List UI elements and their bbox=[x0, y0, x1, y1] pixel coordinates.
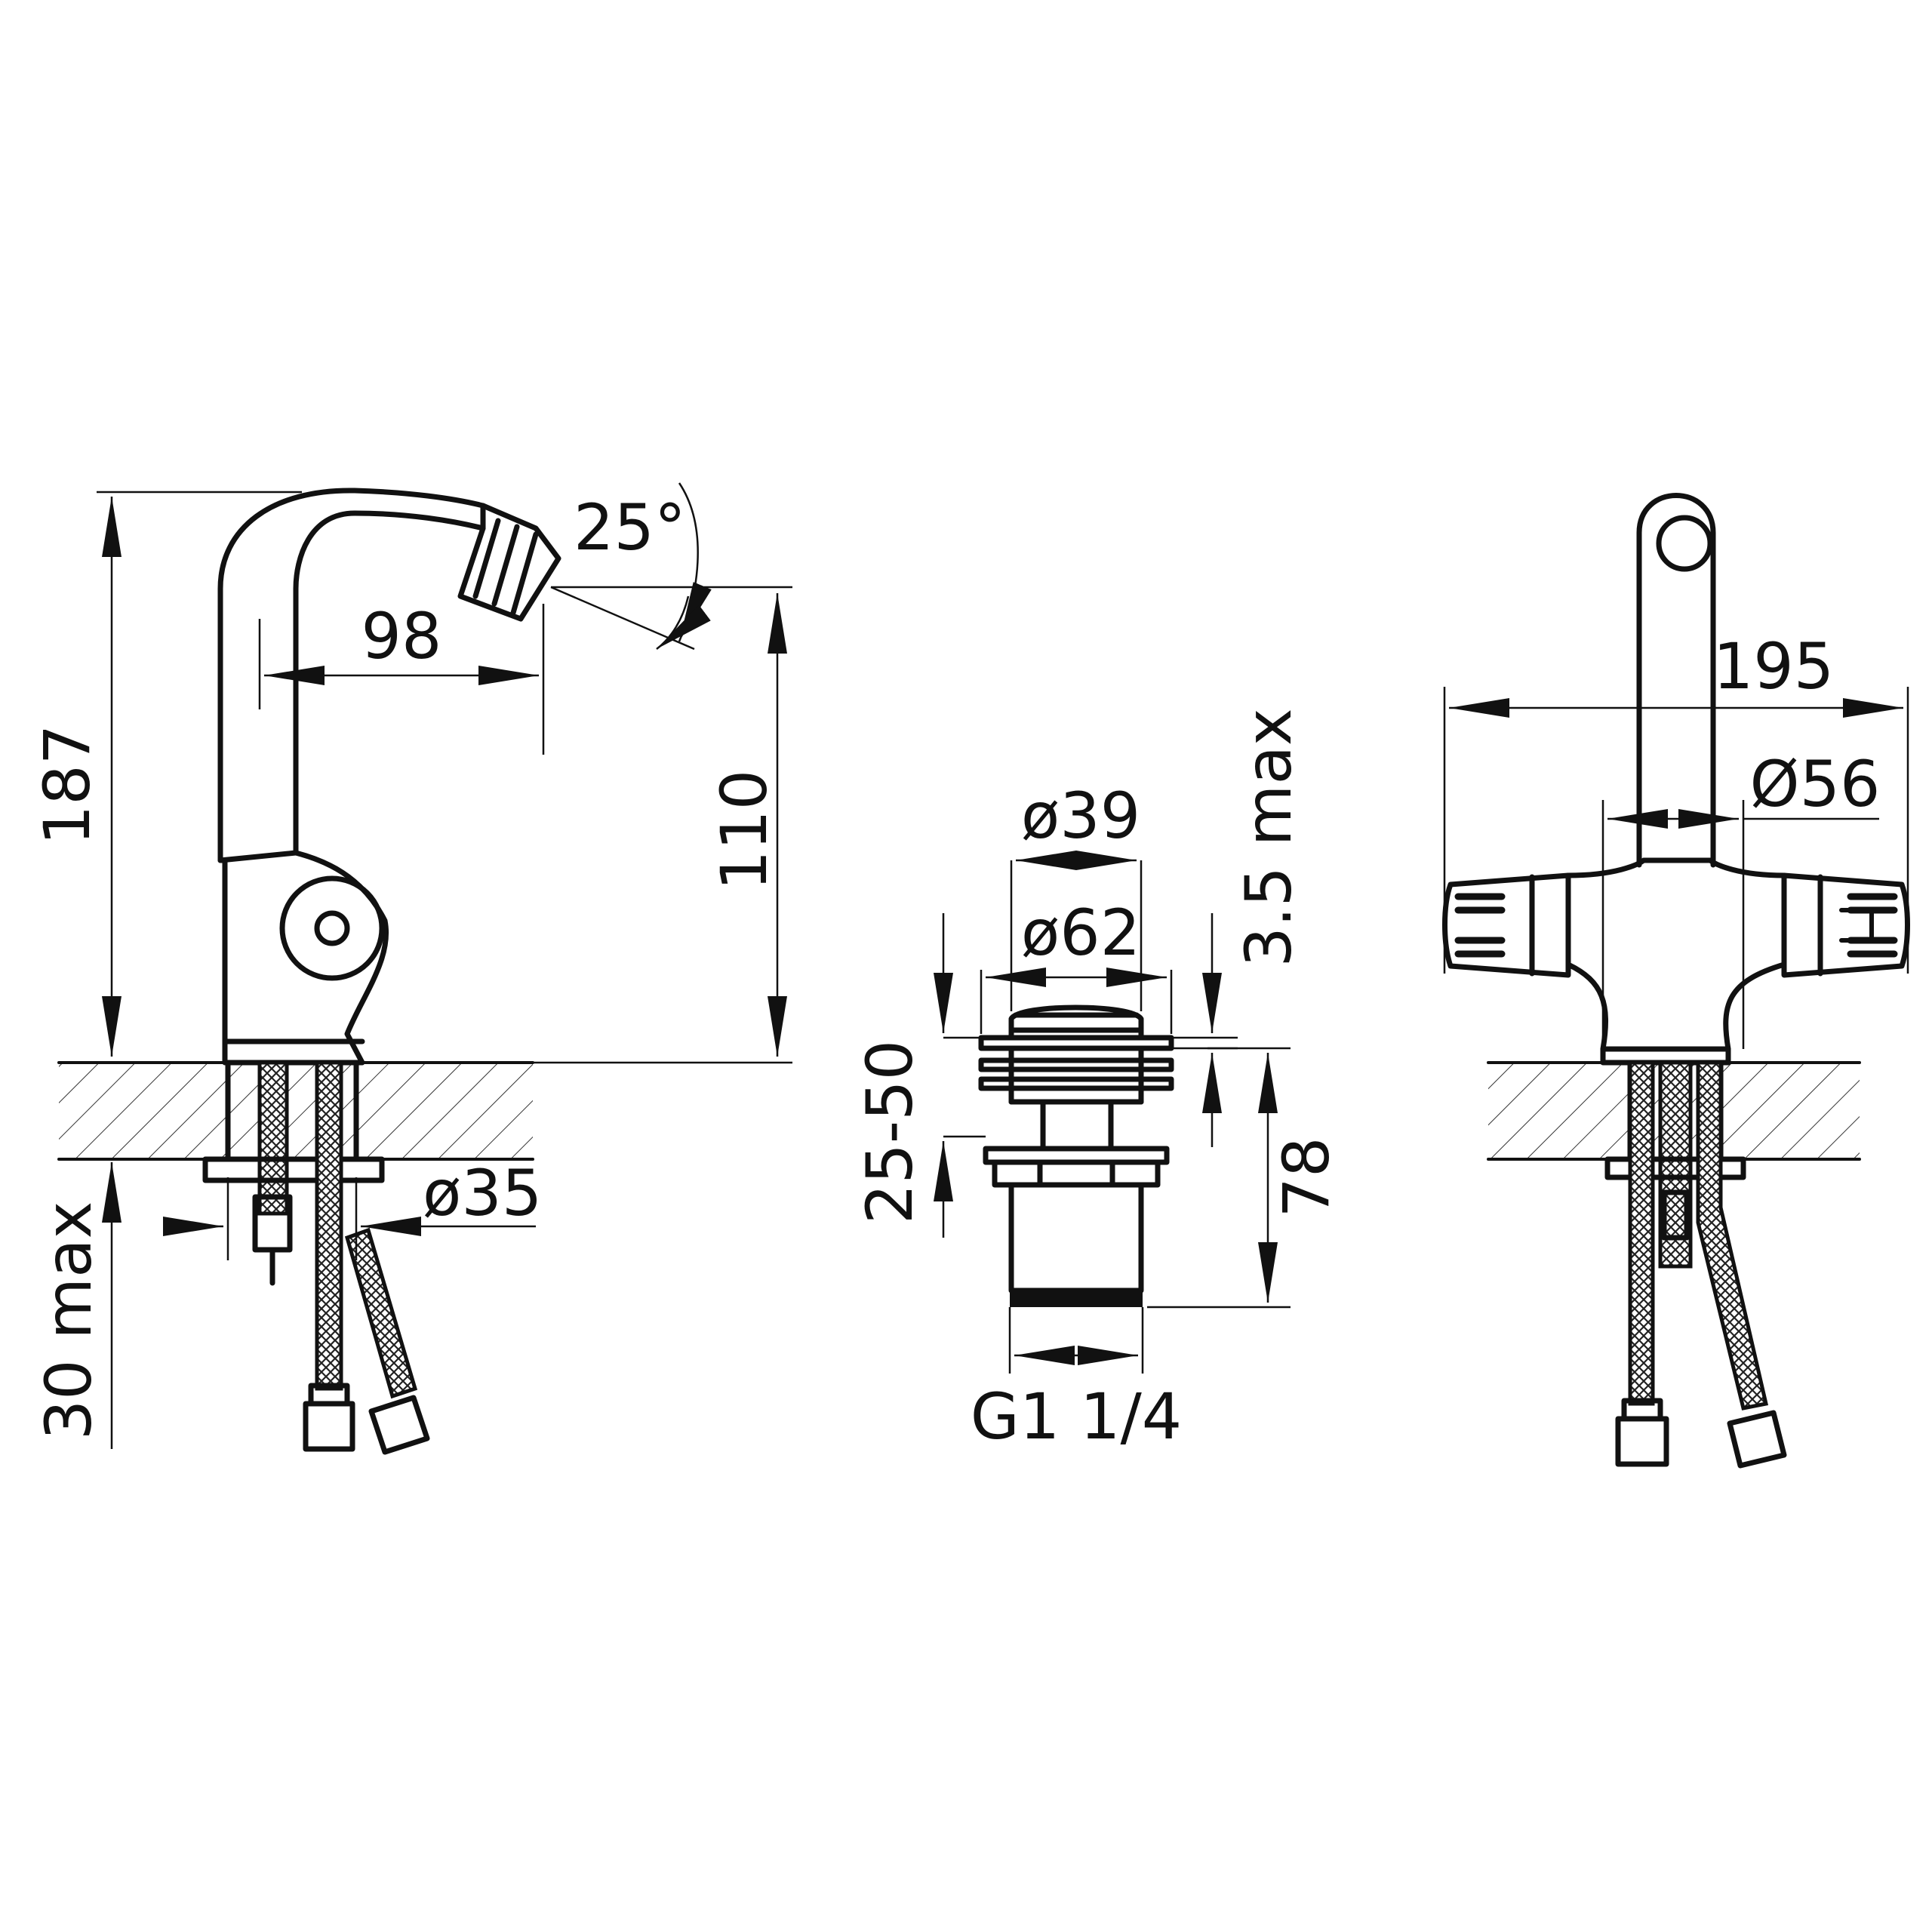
dim-spout-angle: 25° bbox=[574, 491, 686, 565]
front-body bbox=[1565, 857, 1787, 1066]
waste-body bbox=[1008, 1182, 1144, 1294]
aerator-nozzle bbox=[457, 503, 561, 622]
counter-section-hatch bbox=[59, 1063, 533, 1159]
front-view: 195 Ø56 bbox=[1442, 493, 1910, 1469]
front-hose-nut-right bbox=[1727, 1410, 1787, 1469]
faucet-body-outline bbox=[217, 488, 486, 1066]
waste-thread bbox=[1010, 1291, 1143, 1307]
dim-flange-diameter: ø62 bbox=[1021, 896, 1140, 970]
front-handle-right bbox=[1781, 872, 1910, 978]
hose-nut-2 bbox=[368, 1395, 430, 1455]
dim-body-height: 78 bbox=[1269, 1137, 1343, 1218]
dim-counter-thickness: 30 max bbox=[32, 1201, 106, 1441]
dim-handle-width: 195 bbox=[1713, 629, 1834, 703]
dim-spout-reach: 98 bbox=[361, 599, 442, 673]
flexible-hose-1 bbox=[315, 1060, 343, 1391]
dim-flange-thickness: 3.5 max bbox=[1232, 708, 1306, 967]
front-handle-left bbox=[1442, 872, 1571, 978]
dim-shank-diameter: ø35 bbox=[423, 1156, 542, 1230]
dim-overall-height: 187 bbox=[30, 724, 104, 845]
waste-cap bbox=[1008, 1004, 1144, 1033]
dim-cap-diameter: ø39 bbox=[1021, 779, 1140, 853]
dim-sink-thickness: 25-50 bbox=[853, 1040, 927, 1224]
front-hose-left bbox=[1628, 1060, 1655, 1406]
dim-outlet-height: 110 bbox=[707, 770, 781, 891]
side-view: 187 98 110 25° ø35 30 max bbox=[30, 482, 792, 1455]
front-hose-nut-left bbox=[1615, 1416, 1669, 1467]
front-hose-right bbox=[1696, 1060, 1769, 1411]
side-handle-knob bbox=[279, 875, 385, 981]
dim-body-diameter: Ø56 bbox=[1749, 747, 1880, 821]
waste-flange bbox=[978, 1035, 1174, 1051]
shank-stud bbox=[257, 1060, 289, 1216]
front-aerator bbox=[1656, 515, 1713, 572]
hose-nut-1 bbox=[303, 1401, 355, 1452]
dim-thread: G1 1/4 bbox=[971, 1380, 1182, 1454]
waste-view: ø39 ø62 3.5 max 25-50 78 G1 1/4 bbox=[853, 708, 1343, 1454]
front-spout bbox=[1636, 493, 1716, 868]
flexible-hose-2 bbox=[344, 1227, 418, 1399]
